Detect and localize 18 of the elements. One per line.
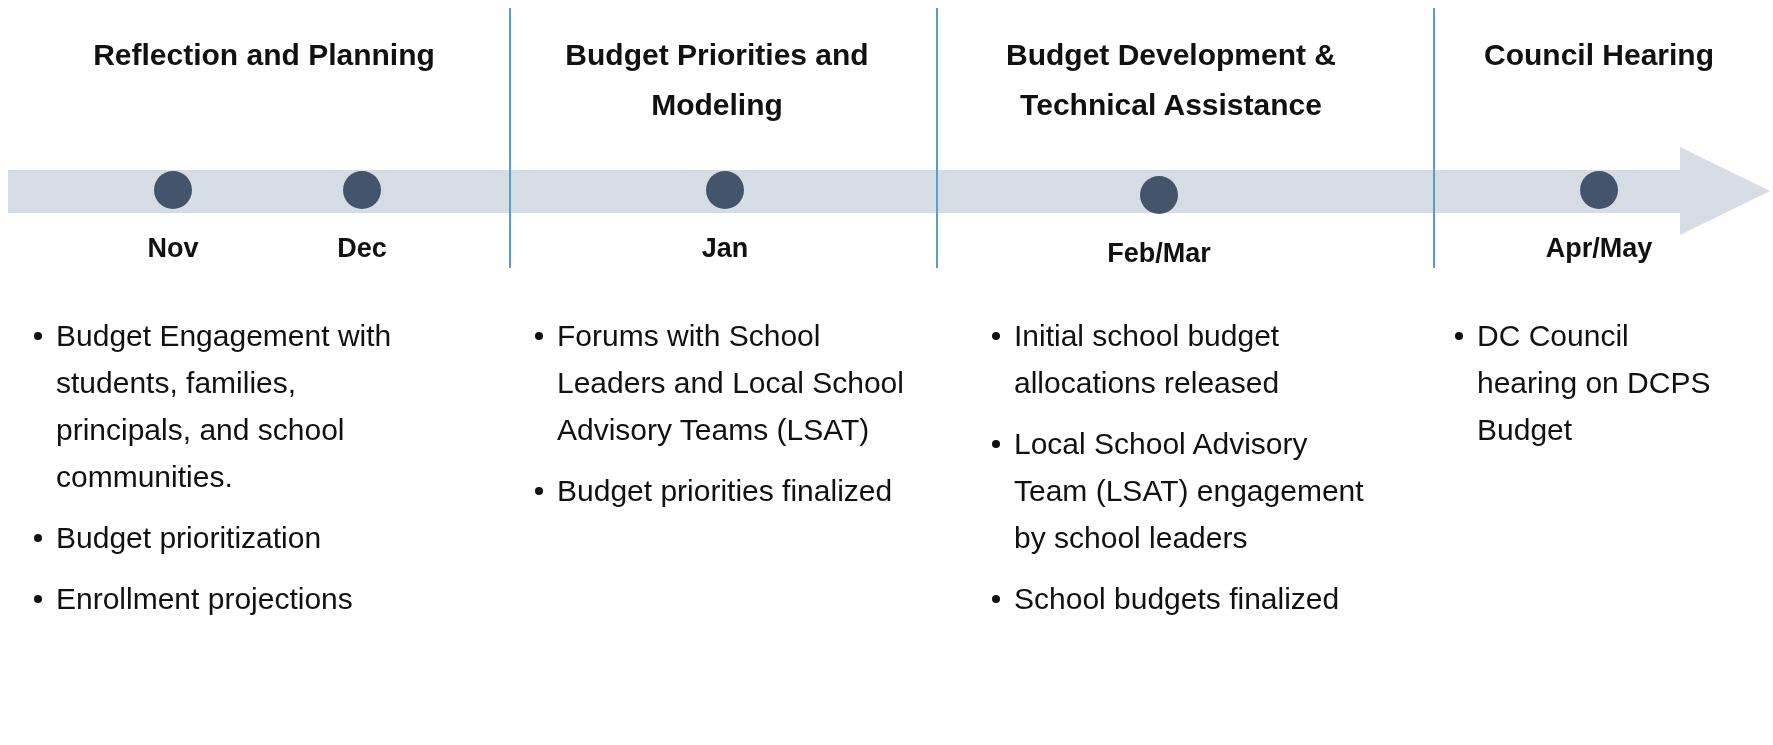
bullet-text: Local School Advisory Team (LSAT) engagement by school leaders	[1014, 426, 1365, 556]
bullet-text: Forums with School Leaders and Local School Advisory Teams (LSAT)	[557, 318, 905, 448]
bullet-text: Budget prioritization	[56, 520, 322, 556]
month-label: Feb/Mar	[1107, 238, 1211, 269]
bullet-text: DC Council hearing on DCPS Budget	[1477, 318, 1712, 448]
phase-heading: Budget Priorities and Modeling	[564, 37, 870, 123]
bullet-text: Enrollment projections	[56, 581, 353, 617]
bullet-text: Budget Engagement with students, families, principals, and school communities.	[56, 318, 393, 495]
phase-heading: Reflection and Planning	[92, 37, 436, 73]
phase-heading: Council Hearing	[1483, 37, 1715, 73]
month-label: Dec	[337, 233, 387, 264]
bullet-text: School budgets finalized	[1014, 581, 1340, 617]
month-label: Jan	[701, 233, 749, 264]
month-label: Apr/May	[1545, 233, 1653, 264]
bullet-text: Budget priorities finalized	[557, 473, 893, 509]
phase-heading: Budget Development & Technical Assistance	[1005, 37, 1337, 123]
bullet-text: Initial school budget allocations released	[1014, 318, 1281, 401]
month-label: Nov	[147, 233, 199, 264]
